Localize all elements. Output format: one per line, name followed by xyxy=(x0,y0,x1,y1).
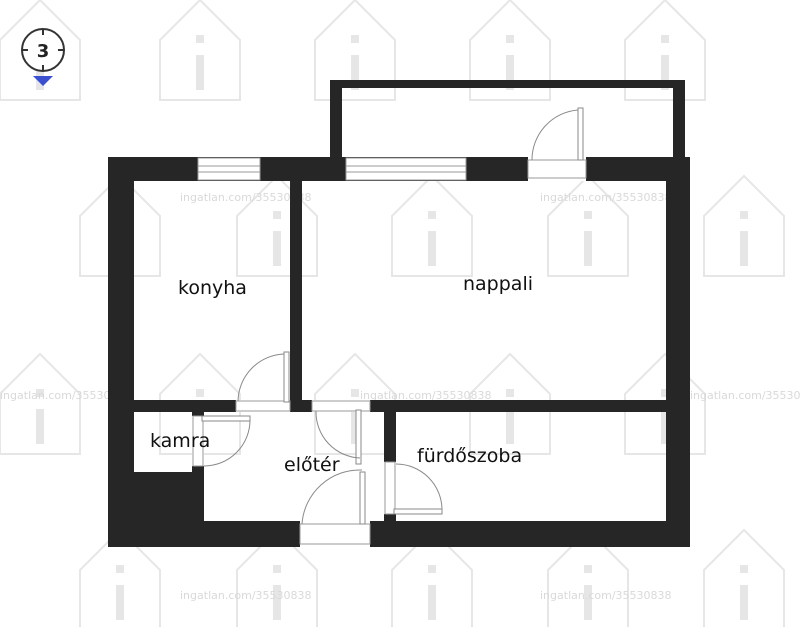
room-label-konyha: konyha xyxy=(178,277,247,299)
wall-konyha-nappali xyxy=(290,181,302,411)
watermark-house-icon xyxy=(391,174,473,277)
walls xyxy=(108,157,690,547)
north-arrow-icon xyxy=(33,76,53,86)
door-konyha xyxy=(235,351,291,412)
balcony-rail-right xyxy=(673,80,685,158)
watermark-house-icon xyxy=(703,528,785,627)
watermark-house-icon xyxy=(314,0,396,101)
outer-wall-right xyxy=(666,157,690,547)
watermark-text: ingatlan.com/35530838 xyxy=(540,191,672,204)
room-labels: konyha nappali kamra előtér fürdőszoba xyxy=(150,273,533,476)
window-konyha xyxy=(197,157,261,181)
watermark-house-icon xyxy=(236,528,318,627)
watermark-house-icon xyxy=(624,0,706,101)
watermark-text: ingatlan.com/35530838 xyxy=(690,389,800,402)
compass: 3 xyxy=(21,28,65,86)
window-nappali xyxy=(345,157,467,181)
balcony-rail-left xyxy=(330,80,342,158)
windows xyxy=(197,157,467,181)
doors xyxy=(192,107,587,547)
watermark-house-icon xyxy=(703,174,785,277)
watermark-house-icon xyxy=(79,528,161,627)
balcony xyxy=(330,80,685,158)
room-label-furdoszoba: fürdőszoba xyxy=(417,445,522,467)
watermark-house-icon xyxy=(469,0,551,101)
watermark-house-icon xyxy=(547,528,629,627)
door-kamra xyxy=(192,415,251,467)
floor-number: 3 xyxy=(37,41,50,62)
room-label-kamra: kamra xyxy=(150,430,210,452)
watermark-house-icon xyxy=(547,174,629,277)
wall-kamra-block xyxy=(134,472,204,521)
outer-wall-left xyxy=(108,157,134,547)
door-entrance xyxy=(299,469,371,547)
watermark-text: ingatlan.com/35530838 xyxy=(0,389,132,402)
watermark-text: ingatlan.com/35530838 xyxy=(180,589,312,602)
outer-wall-bottom xyxy=(108,521,690,547)
watermark-text: ingatlan.com/35530838 xyxy=(180,191,312,204)
room-label-eloter: előtér xyxy=(284,454,340,476)
wall-horizontal-middle xyxy=(134,400,690,412)
room-label-nappali: nappali xyxy=(463,273,533,295)
watermark-text: ingatlan.com/35530838 xyxy=(360,389,492,402)
watermark-house-icon xyxy=(0,352,81,455)
door-balcony xyxy=(527,107,587,181)
balcony-rail-top xyxy=(330,80,685,88)
door-furdoszoba xyxy=(384,461,443,515)
door-nappali xyxy=(311,400,371,465)
watermark-text: ingatlan.com/35530838 xyxy=(540,589,672,602)
watermark-house-icon xyxy=(159,0,241,101)
watermark-house-icon xyxy=(391,528,473,627)
